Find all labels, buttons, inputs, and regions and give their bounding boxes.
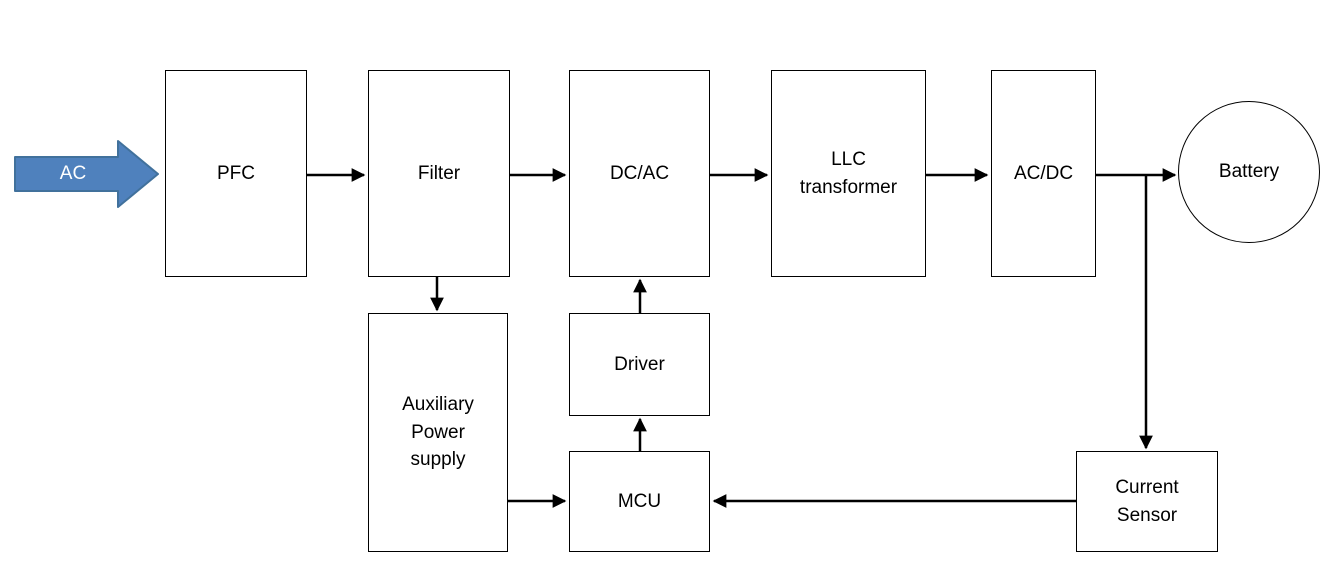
block-mcu: MCU (569, 451, 710, 552)
block-pfc: PFC (165, 70, 307, 277)
block-filter: Filter (368, 70, 510, 277)
block-current-sensor: Current Sensor (1076, 451, 1218, 552)
block-auxiliary-power-supply: Auxiliary Power supply (368, 313, 508, 552)
block-llc-transformer: LLC transformer (771, 70, 926, 277)
block-acdc: AC/DC (991, 70, 1096, 277)
block-dcac: DC/AC (569, 70, 710, 277)
block-driver: Driver (569, 313, 710, 416)
block-battery: Battery (1178, 101, 1320, 243)
ac-input-label: AC (59, 163, 87, 184)
